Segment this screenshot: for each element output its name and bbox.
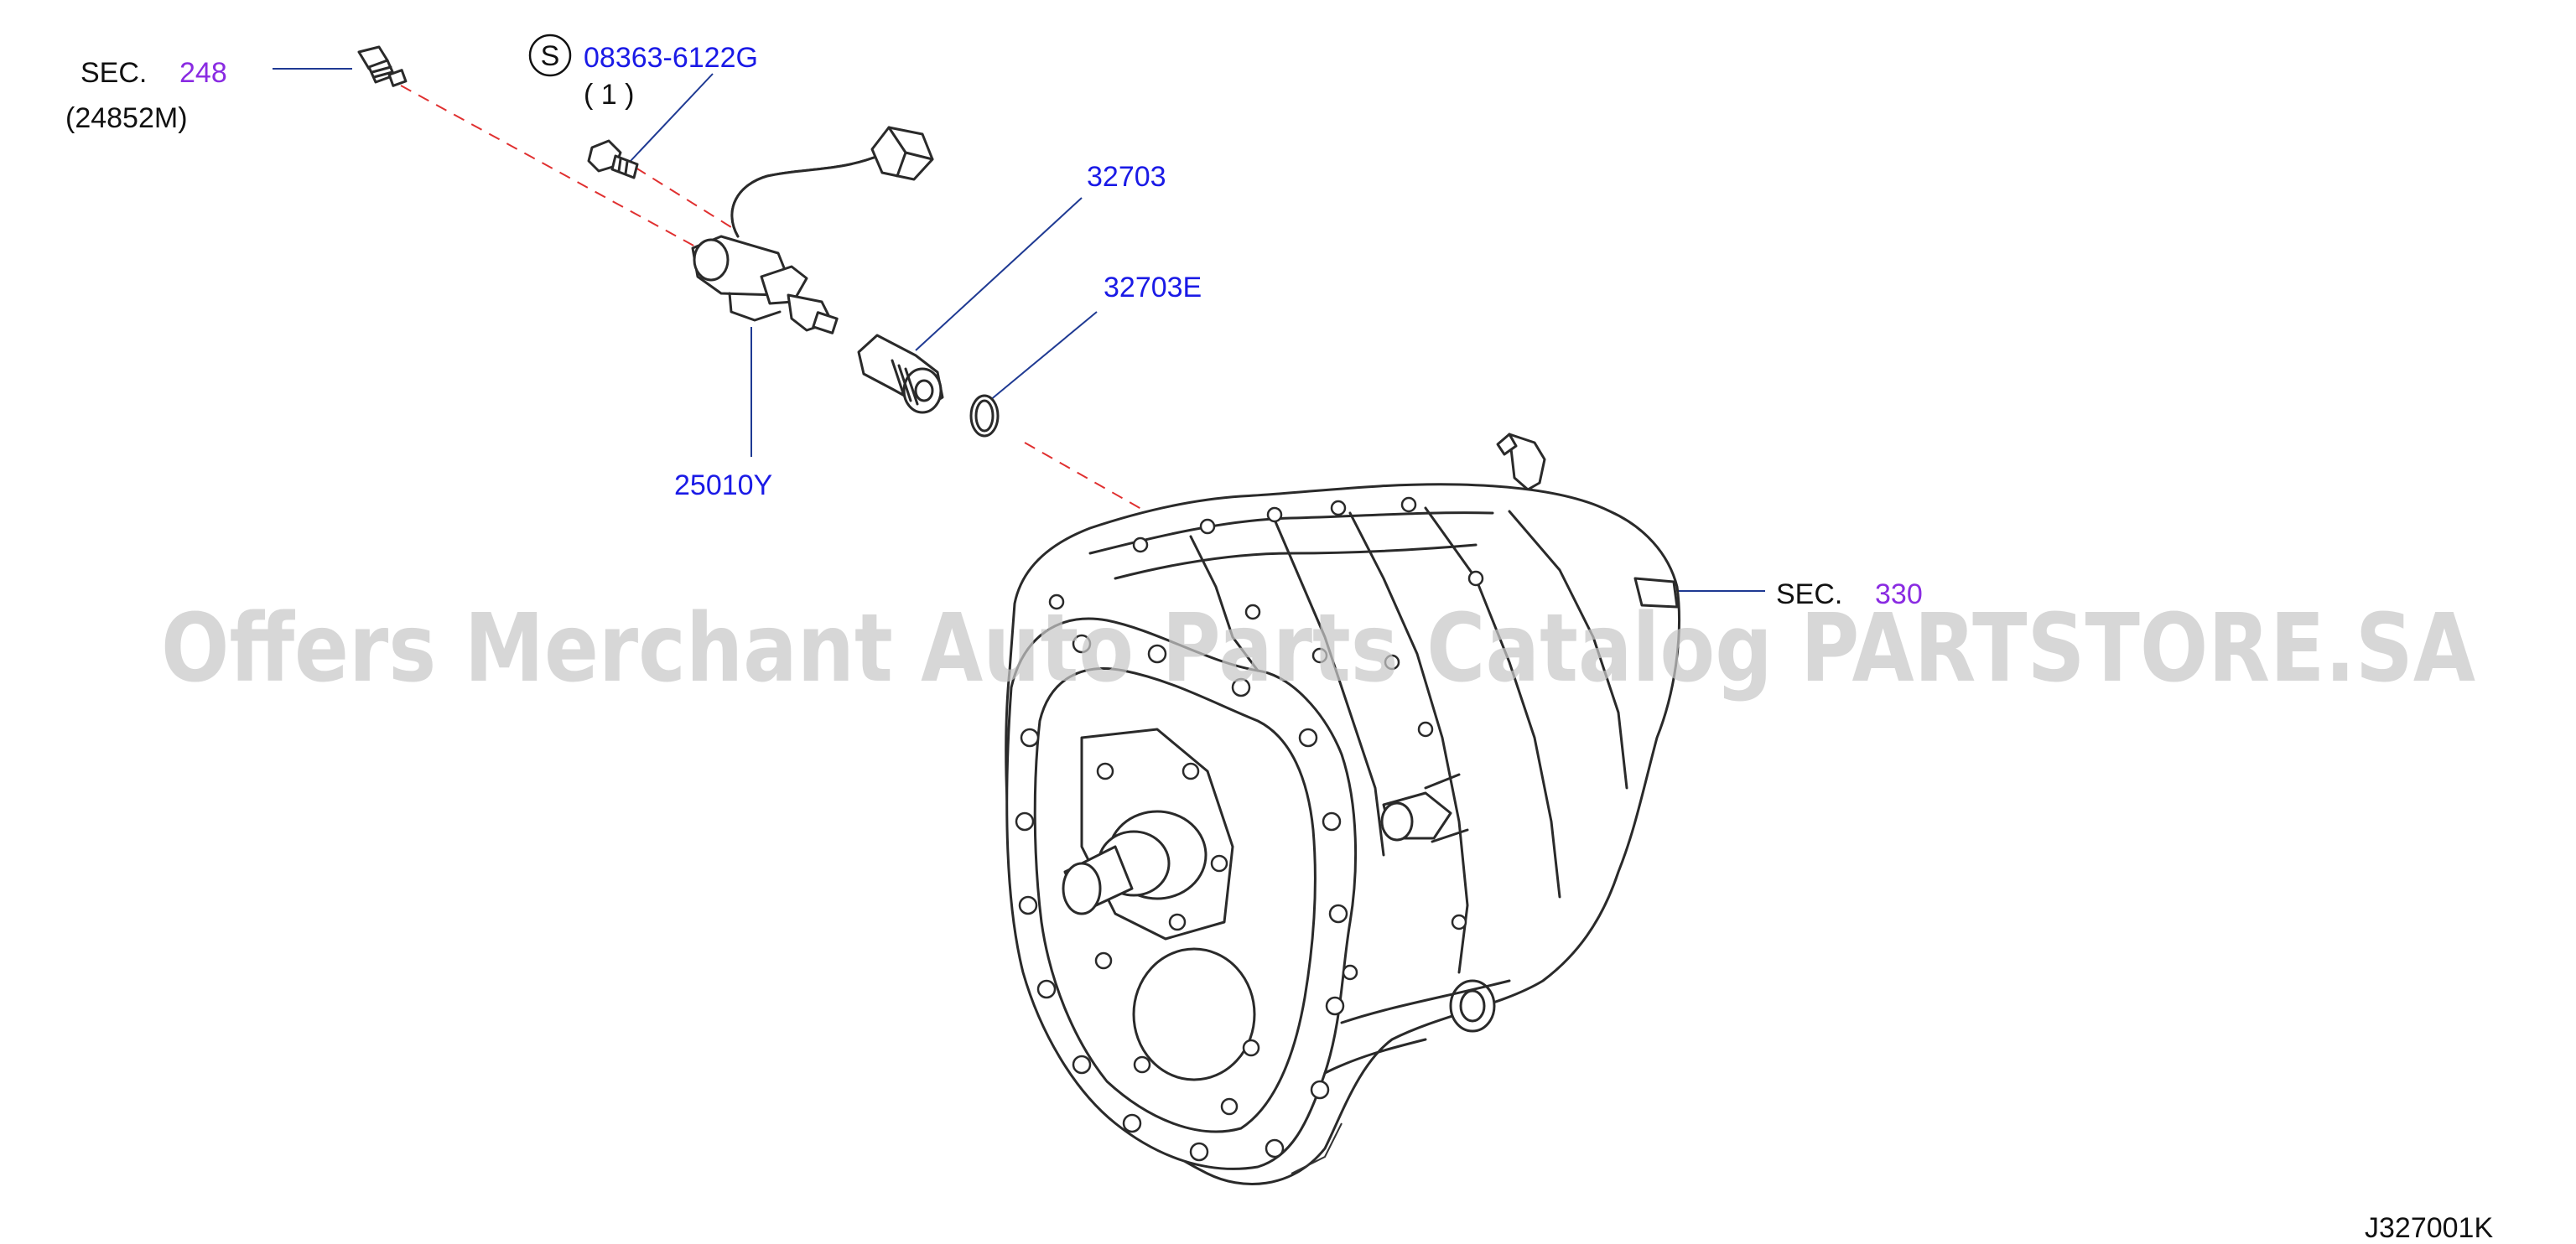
s-symbol-circle bbox=[528, 34, 572, 77]
sec-330-number: 330 bbox=[1875, 578, 1923, 610]
bolt-quantity: ( 1 ) bbox=[584, 79, 634, 111]
dashed-plug-to-sensor bbox=[400, 85, 705, 252]
callout-labels: SEC. 248 (24852M) S 08363-6122G ( 1 ) 32… bbox=[65, 34, 2493, 1244]
leader-gear bbox=[915, 197, 1083, 351]
sec-330-prefix: SEC. bbox=[1776, 578, 1842, 610]
sensor-part-number: 25010Y bbox=[674, 469, 772, 501]
sec-248-number: 248 bbox=[179, 57, 227, 89]
gear-part-number: 32703 bbox=[1087, 161, 1166, 193]
flange-bolts bbox=[1015, 634, 1348, 1162]
leader-lines bbox=[273, 68, 1765, 592]
diagram-code: J327001K bbox=[2365, 1212, 2493, 1244]
snap-ring-icon bbox=[969, 394, 1000, 438]
drain-plug-icon bbox=[357, 45, 408, 87]
bolt-icon bbox=[587, 139, 639, 179]
sec-248-part-number: (24852M) bbox=[65, 102, 188, 134]
drive-gear-icon bbox=[857, 334, 944, 414]
leader-clip bbox=[989, 311, 1098, 402]
transfer-case-icon bbox=[1005, 433, 1681, 1185]
sec-248-prefix: SEC. bbox=[80, 57, 147, 89]
assembly-lines bbox=[400, 85, 1154, 516]
leader-bolt bbox=[630, 73, 714, 162]
speed-sensor-icon bbox=[691, 126, 934, 334]
watermark: Offers Merchant Auto Parts Catalog PARTS… bbox=[161, 594, 2475, 703]
bolt-part-number: 08363-6122G bbox=[584, 42, 758, 74]
clip-part-number: 32703E bbox=[1104, 272, 1202, 303]
s-symbol-letter: S bbox=[541, 40, 560, 72]
dashed-clip-to-case bbox=[1024, 442, 1154, 516]
